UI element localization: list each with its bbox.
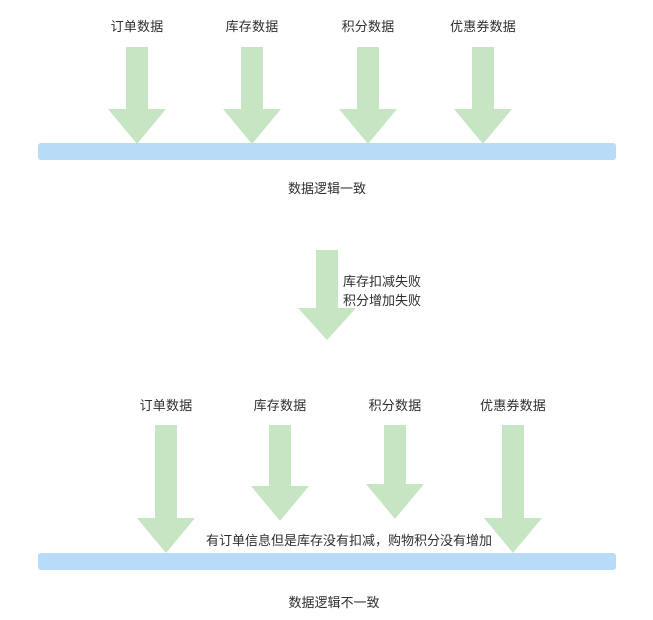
top-down-arrow-points [339, 47, 397, 144]
top-source-label-points: 积分数据 [341, 19, 395, 34]
bottom-down-arrow-inventory [251, 425, 309, 521]
bottom-down-arrow-order [137, 425, 195, 553]
top-down-arrow-coupon [454, 47, 512, 144]
bottom-inconsistency-note: 有订单信息但是库存没有扣减，购物积分没有增加 [205, 533, 493, 548]
top-section-caption: 数据逻辑一致 [287, 181, 367, 196]
bottom-source-label-coupon: 优惠券数据 [479, 398, 547, 413]
bottom-down-arrow-coupon [484, 425, 542, 553]
top-down-arrow-inventory [223, 47, 281, 144]
bottom-source-label-points: 积分数据 [368, 398, 422, 413]
bottom-source-label-inventory: 库存数据 [253, 398, 307, 413]
bottom-source-label-order: 订单数据 [139, 398, 193, 413]
bottom-consistency-bar [38, 553, 616, 570]
transition-note-points: 积分增加失败 [343, 293, 422, 308]
transition-down-arrow [298, 250, 356, 340]
top-consistency-bar [38, 143, 616, 160]
top-source-label-coupon: 优惠券数据 [449, 19, 517, 34]
transition-note-inventory: 库存扣减失败 [343, 274, 422, 289]
top-source-label-order: 订单数据 [110, 19, 164, 34]
top-down-arrow-order [108, 47, 166, 144]
bottom-section-caption: 数据逻辑不一致 [288, 595, 380, 610]
bottom-down-arrow-points [366, 425, 424, 519]
transition-failure-notes: 库存扣减失败 积分增加失败 [343, 272, 421, 310]
top-source-label-inventory: 库存数据 [225, 19, 279, 34]
